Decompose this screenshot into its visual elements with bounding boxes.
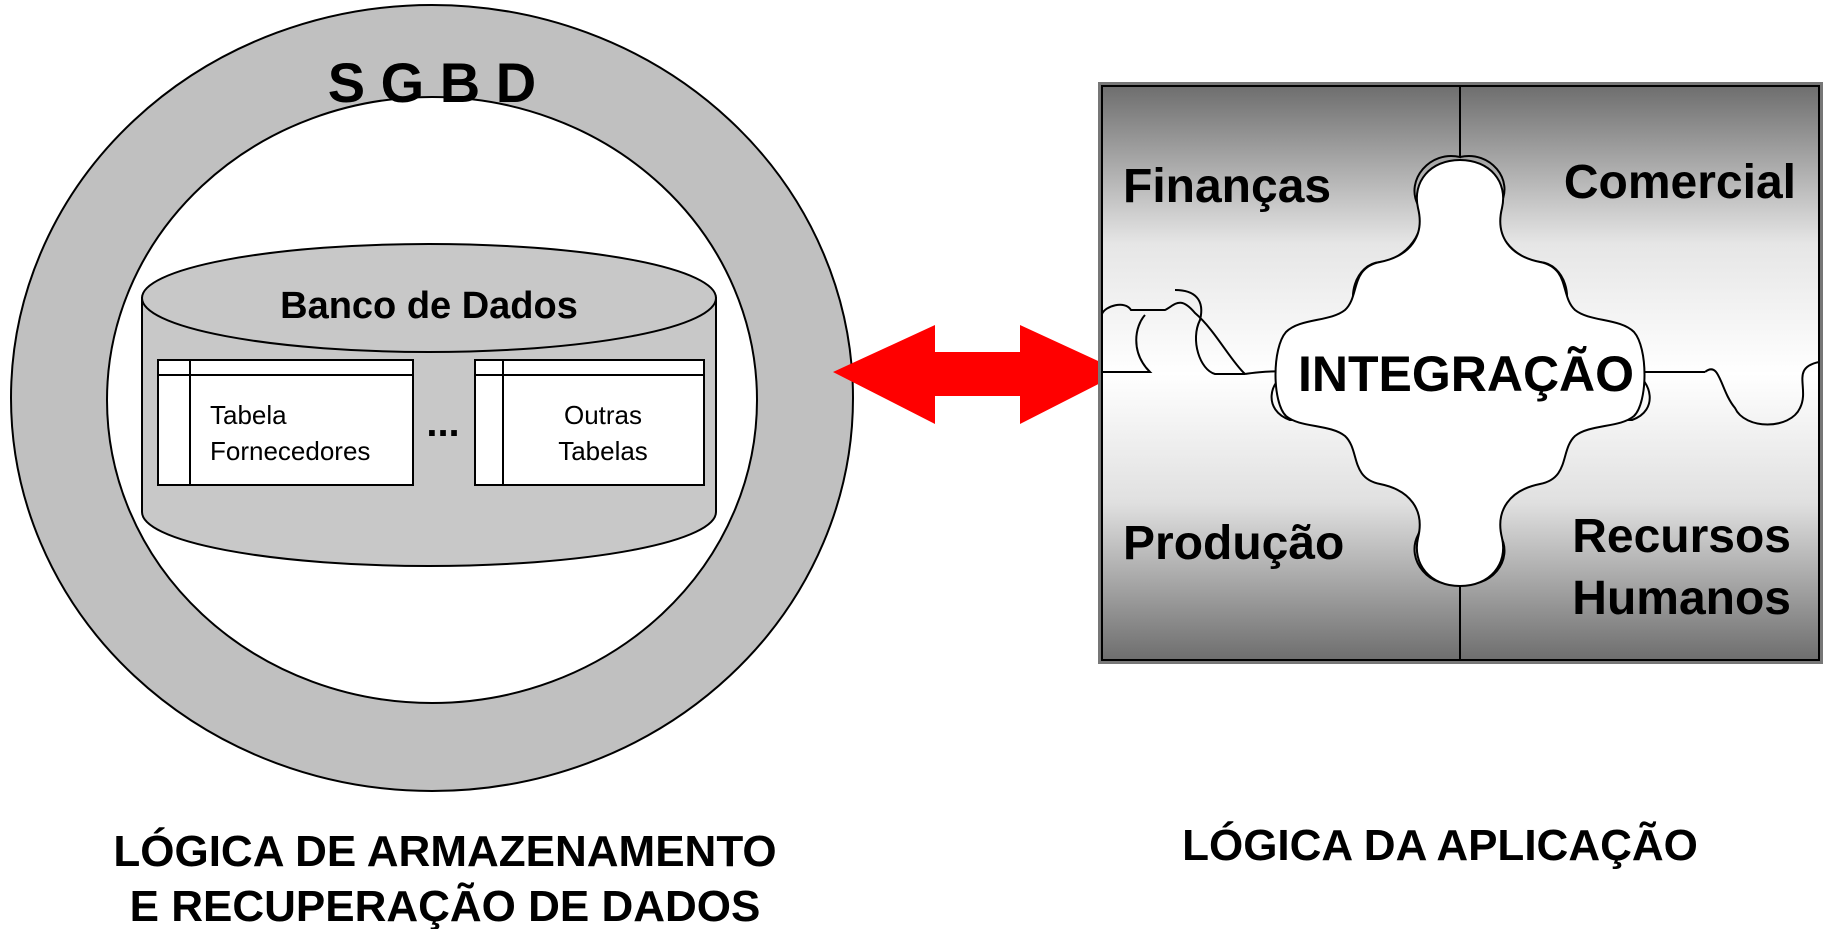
table-outras: Outras Tabelas — [474, 359, 705, 486]
integration-label: INTEGRAÇÃO — [1298, 346, 1634, 402]
integration-piece — [1274, 158, 1646, 588]
quadrant-humanos: Humanos — [1572, 572, 1791, 625]
database-label: Banco de Dados — [280, 285, 578, 327]
table-label-line1: Tabela — [210, 400, 287, 430]
sgbd-caption-line1: LÓGICA DE ARMAZENAMENTO — [113, 826, 776, 876]
cylinder-top — [141, 243, 717, 353]
table-label-line1: Outras — [564, 400, 642, 430]
application-caption: LÓGICA DA APLICAÇÃO — [1182, 820, 1698, 870]
table-frame — [157, 359, 414, 486]
tables-ellipsis: ... — [426, 401, 459, 445]
sgbd-group: S G B D Banco de Dados Tabela Fornecedor… — [10, 4, 854, 929]
sgbd-caption-line2: E RECUPERAÇÃO DE DADOS — [130, 881, 761, 929]
quadrant-producao: Produção — [1123, 517, 1344, 570]
database-cylinder: Banco de Dados Tabela Fornecedores ... O… — [141, 243, 717, 567]
table-label-line2: Tabelas — [558, 436, 648, 466]
quadrant-financas: Finanças — [1123, 160, 1331, 213]
sgbd-title: S G B D — [328, 51, 536, 114]
table-fornecedores: Tabela Fornecedores — [157, 359, 414, 486]
quadrant-recursos: Recursos — [1572, 510, 1791, 563]
application-puzzle: INTEGRAÇÃO Finanças Comercial Produção R… — [1098, 82, 1823, 664]
bidirectional-arrow — [833, 325, 1122, 424]
table-frame — [474, 359, 705, 486]
quadrant-comercial: Comercial — [1564, 156, 1796, 209]
table-label-line2: Fornecedores — [210, 436, 370, 466]
